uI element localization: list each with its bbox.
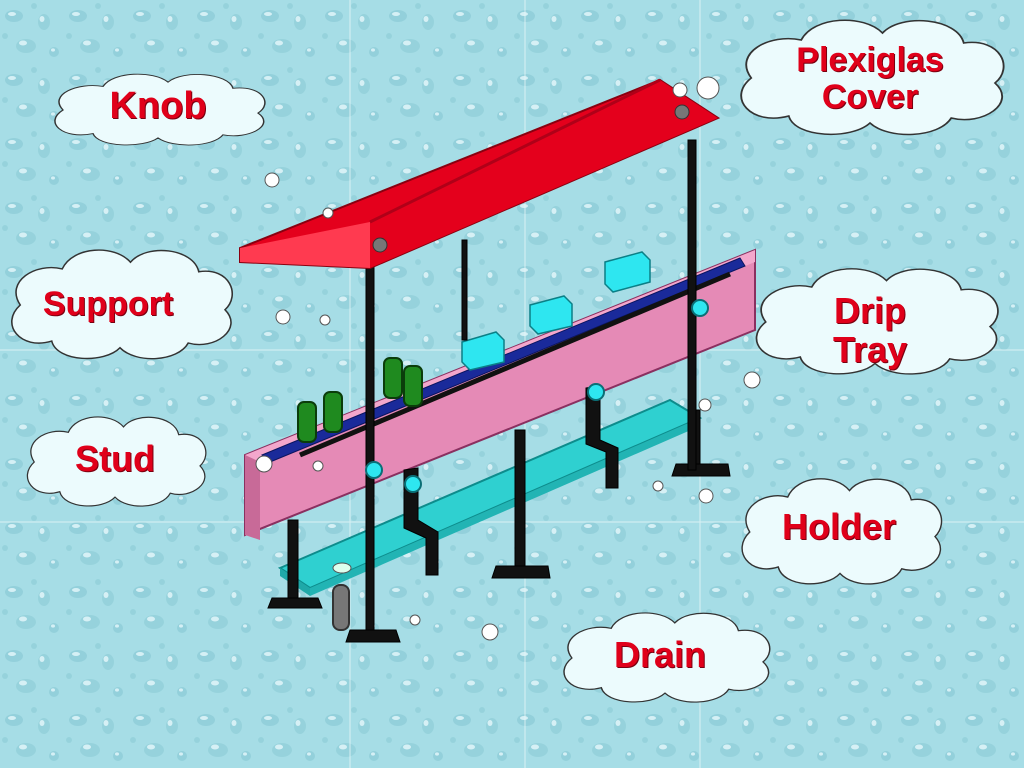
- knob: [674, 104, 690, 120]
- label-stud: Stud: [75, 438, 155, 479]
- sample-cylinders: [297, 357, 423, 443]
- knob: [372, 237, 388, 253]
- label-holder: Holder: [781, 506, 896, 547]
- drain-hole: [332, 562, 352, 574]
- label-drain: Drain: [613, 634, 707, 675]
- label-drip-tray: Drip Tray: [832, 290, 908, 370]
- apparatus: [239, 78, 756, 643]
- label-support: Support: [42, 285, 174, 323]
- bubbles: [255, 76, 761, 641]
- studs: [365, 299, 709, 493]
- label-plexiglas-cover: Plexiglas Cover: [796, 41, 944, 116]
- sample-cubes: [461, 251, 651, 371]
- label-knob: Knob: [109, 85, 207, 127]
- drain-pipe: [332, 584, 350, 631]
